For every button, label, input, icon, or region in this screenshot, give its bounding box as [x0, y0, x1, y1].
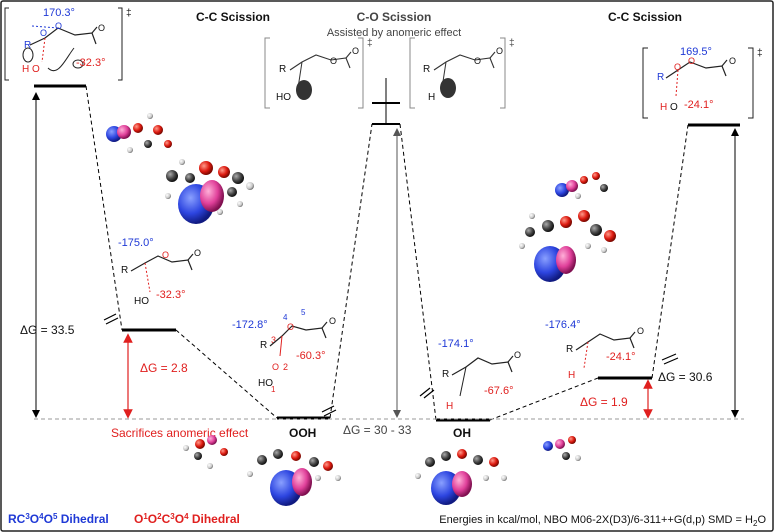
- svg-text:-175.0°: -175.0°: [118, 237, 154, 249]
- svg-text:O: O: [32, 64, 40, 75]
- svg-text:-24.1°: -24.1°: [606, 351, 635, 363]
- svg-text:R: R: [442, 369, 449, 380]
- svg-text:-32.3°: -32.3°: [156, 289, 185, 301]
- svg-text:H: H: [428, 92, 435, 103]
- header-co: C-O Scission: [357, 10, 432, 24]
- header-right-cc: C-C Scission: [608, 10, 682, 24]
- svg-text:3: 3: [271, 335, 276, 345]
- svg-text:-174.1°: -174.1°: [438, 338, 474, 350]
- svg-text:R: R: [279, 64, 286, 75]
- svg-text:-176.4°: -176.4°: [545, 319, 581, 331]
- svg-text:O: O: [352, 46, 359, 56]
- svg-text:‡: ‡: [367, 38, 373, 49]
- svg-text:2: 2: [283, 362, 288, 372]
- svg-text:R: R: [423, 64, 430, 75]
- svg-text:R: R: [260, 340, 267, 351]
- orbital-model-ooh: [183, 435, 341, 506]
- svg-text:O: O: [194, 248, 201, 258]
- connectors: [85, 85, 689, 421]
- svg-text:O: O: [729, 56, 736, 66]
- svg-text:O: O: [55, 21, 62, 31]
- svg-text:O: O: [330, 56, 337, 66]
- svg-text:HO: HO: [276, 92, 291, 103]
- sacrifice-label: Sacrifices anomeric effect: [111, 426, 249, 440]
- svg-text:O: O: [287, 322, 294, 332]
- svg-text:H: H: [568, 370, 575, 381]
- ts-right-blue-angle: 169.5°: [680, 46, 712, 58]
- svg-text:-60.3°: -60.3°: [296, 350, 325, 362]
- svg-text:O: O: [670, 102, 678, 113]
- svg-text:O: O: [162, 250, 169, 260]
- header-co-sub: Assisted by anomeric effect: [327, 27, 461, 39]
- svg-text:R: R: [24, 40, 31, 51]
- orbital-model-ts-left: [106, 113, 254, 224]
- svg-text:O: O: [688, 56, 695, 66]
- svg-text:‡: ‡: [757, 48, 763, 59]
- svg-text:1: 1: [271, 385, 276, 394]
- legend-blue: RC3O4O5 Dihedral: [8, 512, 109, 526]
- ts-marker: ‡: [126, 8, 132, 19]
- ts-left-blue-angle: 170.3°: [43, 7, 75, 19]
- svg-text:-67.6°: -67.6°: [484, 385, 513, 397]
- dg-right-label: ΔG = 30.6: [658, 370, 713, 384]
- svg-text:4: 4: [283, 313, 288, 322]
- orbital-model-ts-right: [519, 172, 616, 282]
- svg-text:O: O: [674, 62, 681, 72]
- ooh-label: OOH: [289, 426, 316, 440]
- axis-break-marks: [103, 313, 679, 417]
- svg-text:O: O: [98, 23, 105, 33]
- oh-label: OH: [453, 426, 471, 440]
- svg-text:-172.8°: -172.8°: [232, 319, 268, 331]
- int-right-structure: -176.4° R O H -24.1°: [545, 319, 644, 381]
- svg-text:O: O: [637, 326, 644, 336]
- svg-text:O: O: [40, 28, 47, 38]
- svg-text:O: O: [514, 350, 521, 360]
- svg-text:HO: HO: [134, 296, 149, 307]
- dg-left-label: ΔG = 33.5: [20, 323, 75, 337]
- ts-left-red-angle: -32.3°: [76, 57, 105, 69]
- ts-right-red-angle: -24.1°: [684, 99, 713, 111]
- ts-right-structure: ‡ 169.5° R O O O H O -24.1°: [642, 46, 763, 119]
- int-left-structure: -175.0° R O O HO -32.3°: [118, 237, 201, 307]
- dg-mid-label: ΔG = 30 - 33: [343, 423, 412, 437]
- svg-text:O: O: [329, 316, 336, 326]
- oh-structure: -174.1° R O H -67.6° OH: [438, 338, 521, 440]
- ts-left-structure: ‡ 170.3° O R O O H O -32.3°: [4, 7, 132, 81]
- svg-text:H: H: [446, 401, 453, 412]
- legend-red: O1O2C3O4 Dihedral: [134, 512, 240, 526]
- svg-text:H: H: [660, 102, 667, 113]
- co-right-structure: ‡ R O O H: [409, 37, 515, 109]
- svg-text:O: O: [272, 362, 279, 372]
- svg-text:HO: HO: [258, 378, 273, 389]
- svg-text:R: R: [657, 72, 664, 83]
- header-left-cc: C-C Scission: [196, 10, 270, 24]
- footer-text: Energies in kcal/mol, NBO M06-2X(D3)/6-3…: [439, 514, 766, 528]
- svg-text:‡: ‡: [509, 38, 515, 49]
- svg-text:R: R: [566, 344, 573, 355]
- svg-text:O: O: [474, 56, 481, 66]
- dg-right-small-label: ΔG = 1.9: [580, 395, 628, 409]
- svg-text:5: 5: [301, 308, 306, 317]
- co-left-structure: ‡ R O O HO: [264, 37, 373, 109]
- svg-text:H: H: [22, 64, 29, 75]
- ooh-structure: -172.8° 4 5 3 R O O 2 O HO 1 -60.3° OOH: [232, 308, 336, 440]
- svg-text:R: R: [121, 265, 128, 276]
- svg-text:O: O: [496, 46, 503, 56]
- orbital-model-oh: [415, 436, 581, 505]
- dg-left-small-label: ΔG = 2.8: [140, 361, 188, 375]
